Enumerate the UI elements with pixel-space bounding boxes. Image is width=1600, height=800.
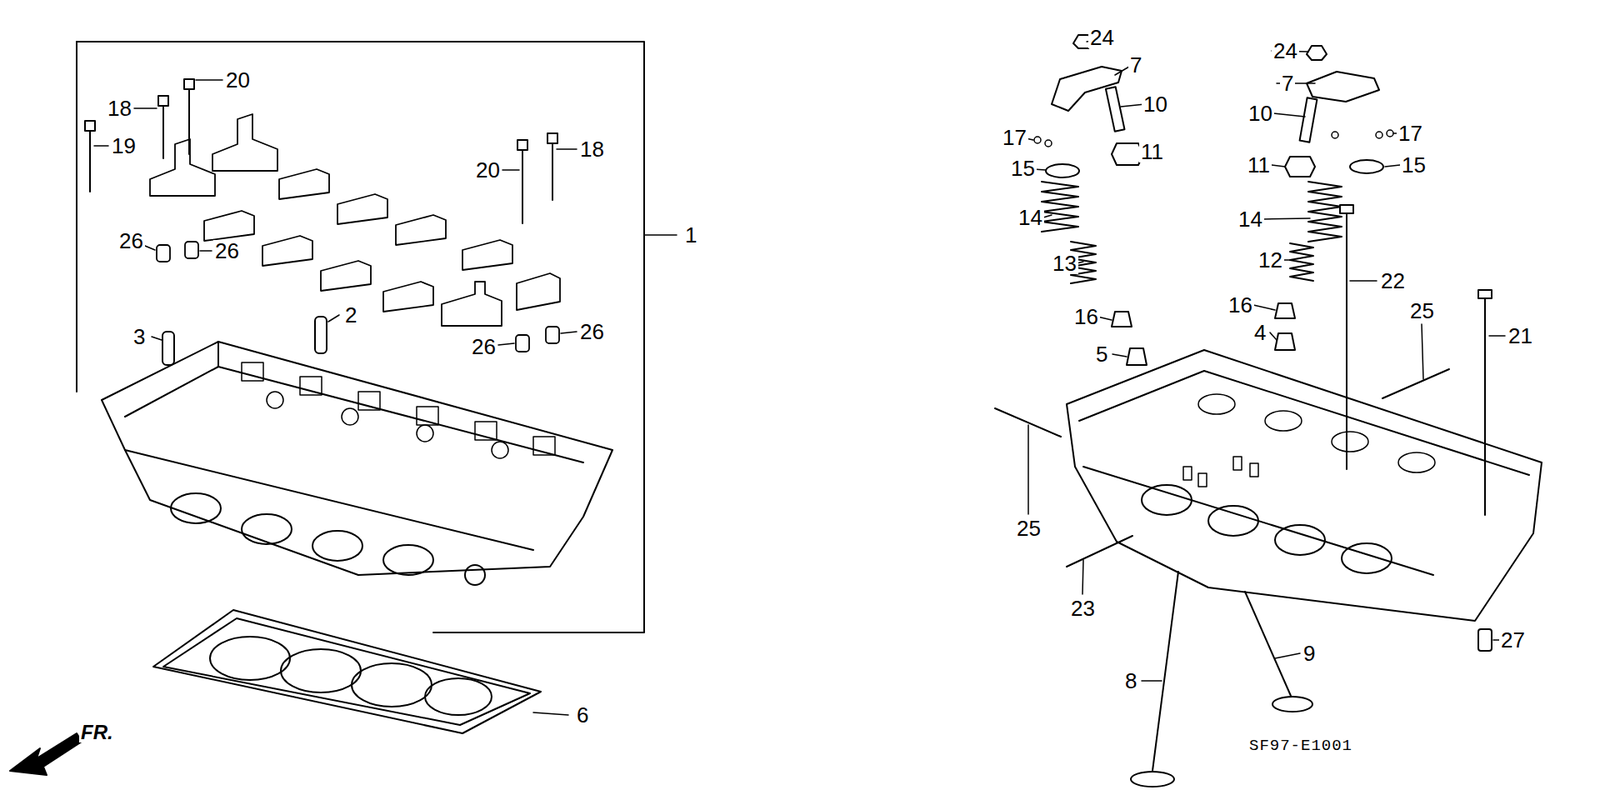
callout-number: 3 <box>131 325 147 348</box>
front-direction-label: FR. <box>79 722 115 743</box>
callout-number: 24 <box>1088 26 1116 49</box>
callout-number: 22 <box>1379 270 1407 292</box>
callout-number: 17 <box>1000 126 1029 149</box>
callout-number: 24 <box>1271 40 1300 62</box>
callout-number: 25 <box>1015 517 1043 540</box>
callout-number: 8 <box>1123 670 1139 692</box>
callout-number: 26 <box>578 320 606 343</box>
callout-number: 9 <box>1301 642 1317 665</box>
callout-number: 7 <box>1280 72 1295 95</box>
callout-number: 26 <box>470 335 498 358</box>
callout-number: 17 <box>1396 122 1425 145</box>
callout-number: 14 <box>1016 206 1045 229</box>
callout-number: 21 <box>1506 325 1535 347</box>
callout-number: 18 <box>105 97 134 120</box>
callout-number: 16 <box>1226 294 1255 316</box>
callout-number: 2 <box>343 304 359 326</box>
callout-number: 13 <box>1050 252 1079 275</box>
callout-number: 6 <box>575 704 590 726</box>
callout-number: 15 <box>1400 154 1428 176</box>
callout-number: 27 <box>1499 629 1527 651</box>
callout-number: 16 <box>1072 305 1100 328</box>
callout-number: 12 <box>1256 249 1285 271</box>
callout-number: 18 <box>578 138 606 160</box>
callout-number: 26 <box>213 240 241 262</box>
callout-number: 10 <box>1246 102 1275 125</box>
callout-number: 20 <box>224 69 252 91</box>
callout-number: 26 <box>117 230 145 252</box>
callout-number: 14 <box>1236 208 1265 230</box>
callout-number: 25 <box>1408 300 1436 322</box>
callout-number: 1 <box>683 224 699 246</box>
diagram-code: SF97-E1001 <box>1247 738 1355 755</box>
callout-number: 20 <box>474 159 502 181</box>
callout-number: 7 <box>1128 54 1144 76</box>
callout-number: 4 <box>1252 321 1268 344</box>
callout-number: 23 <box>1069 597 1097 620</box>
callout-number: 19 <box>110 135 138 157</box>
callout-number: 5 <box>1094 343 1110 365</box>
callout-number: 15 <box>1009 157 1037 180</box>
callout-number: 11 <box>1245 154 1272 176</box>
callout-number: 10 <box>1141 93 1170 115</box>
callout-number: 11 <box>1139 140 1165 163</box>
